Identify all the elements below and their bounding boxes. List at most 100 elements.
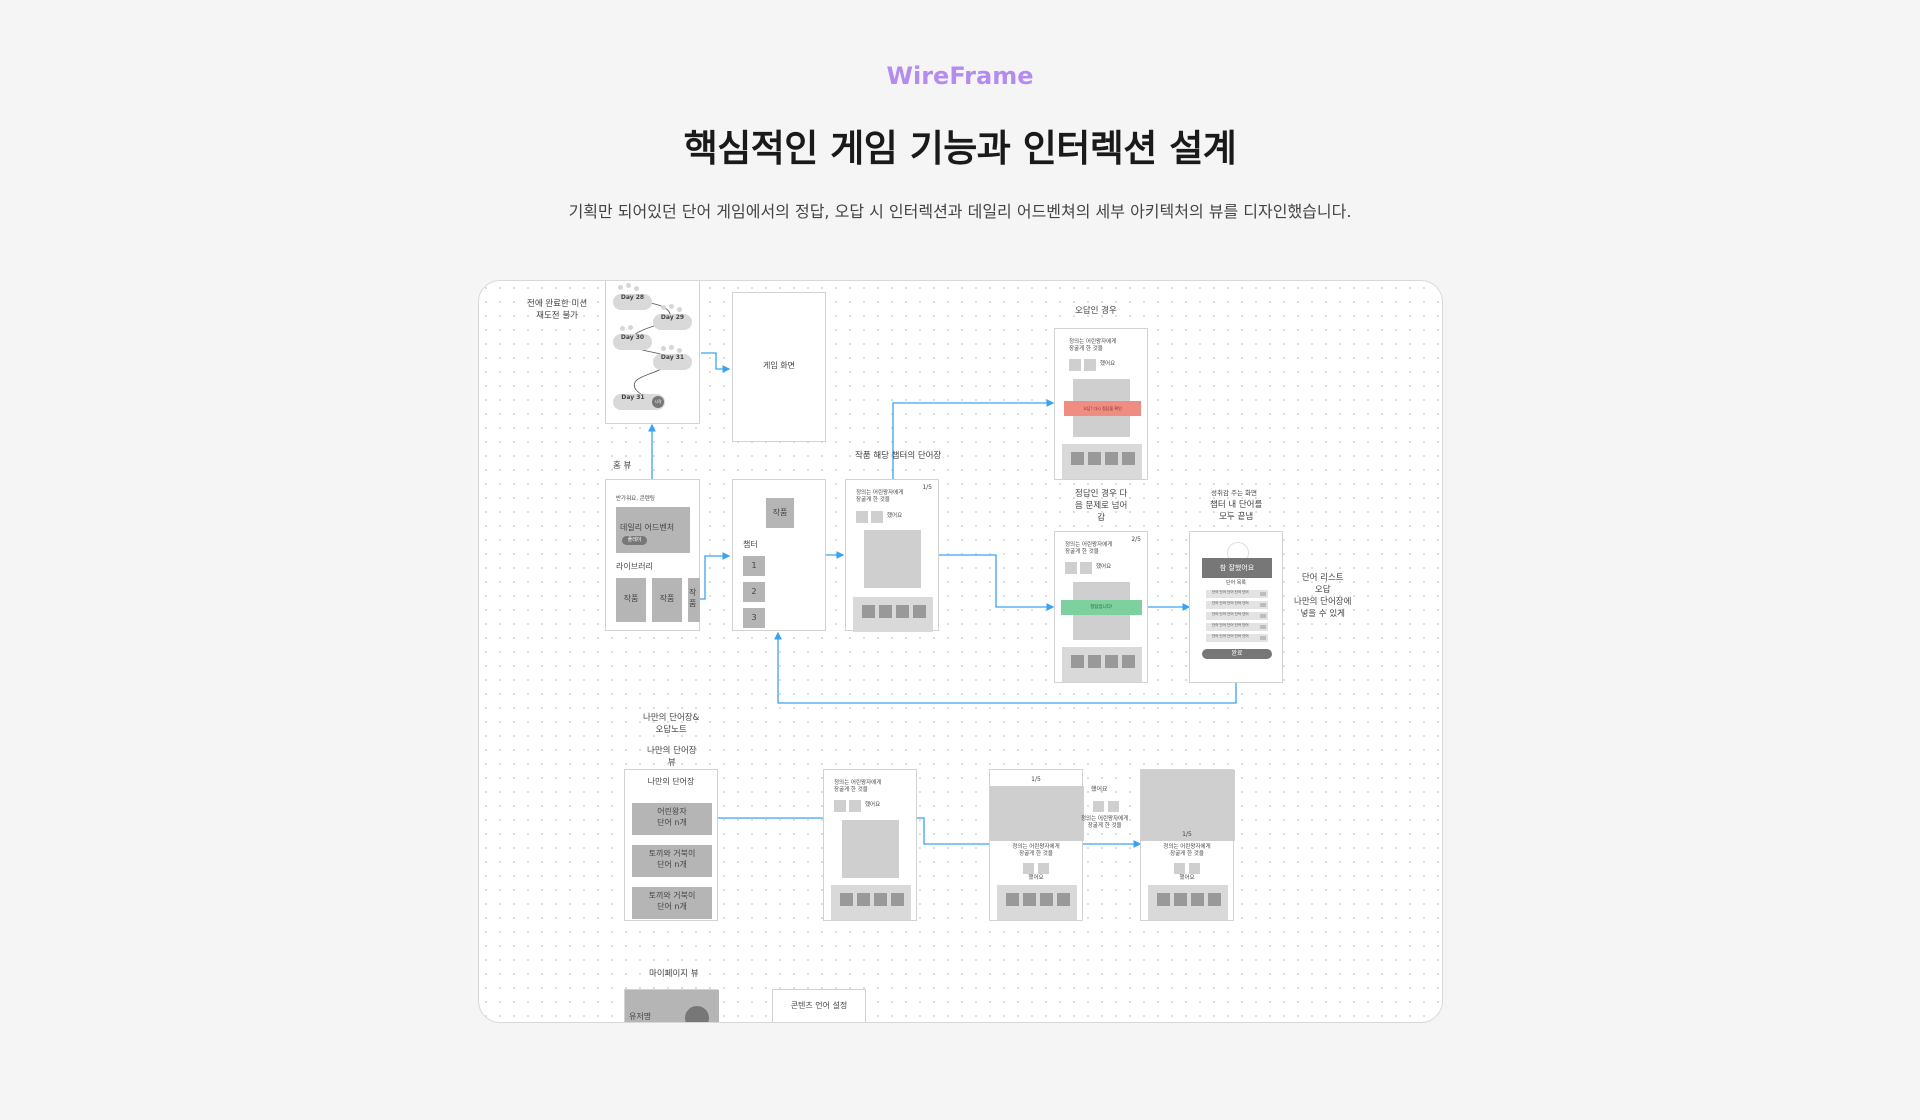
word-row[interactable]: 단어 단어 단어 단어 단어 [1206,590,1268,598]
word-keyboard [831,885,911,920]
mission-map-frame: Day 28 Day 29 Day 30 Day 31 Day 31 시작 [605,281,700,424]
quiz-question: 정의는 어린왕자에게 장굴게 한 것을 [1069,339,1117,353]
word-keyboard [1148,885,1228,920]
quiz-image [842,820,899,878]
note-my-wordbook: 나만의 단어장& 오답노트 [643,713,700,735]
word-row[interactable]: 단어 단어 단어 단어 단어 [1206,601,1268,609]
game-screen-label: 게임 화면 [763,361,795,370]
chapter-item[interactable]: 1 [743,556,765,576]
answer-slot[interactable] [856,511,868,523]
chapter-complete-frame: 참 잘했어요 단어 목록 단어 단어 단어 단어 단어 단어 단어 단어 단어 … [1189,531,1283,683]
day-node[interactable]: Day 30 [613,334,652,350]
flip-page: 1/5 [1031,776,1041,783]
arrow-quiz-to-wrong [892,399,1055,479]
daily-play-button[interactable]: 플레이 [622,536,647,545]
section-subtitle: 기획만 되어있던 단어 게임에서의 정답, 오답 시 인터렉션과 데일리 어드벤… [568,202,1352,221]
chapter-frame: 작품 챕터 1 2 3 [732,479,826,631]
library-work-card[interactable]: 작품 [652,578,682,622]
chapter-item[interactable]: 2 [743,582,765,602]
wireframe-canvas: 전에 완료한 미션 재도전 불가 홈 뷰 오답인 경우 작품 해당 챕터의 단어… [478,280,1443,1023]
start-button[interactable]: 시작 [652,396,664,408]
word-keyboard [1062,647,1142,682]
complete-sub: 단어 목록 [1226,580,1246,586]
content-language-frame[interactable]: 콘텐츠 언어 설정 [772,989,866,1022]
answer-slot[interactable] [1038,863,1049,874]
avatar[interactable] [685,1006,709,1022]
wordbook-item[interactable]: 어린왕자 단어 n개 [632,803,712,835]
quiz-word: 했어요 [1096,564,1112,570]
flip-card-frame: 1/5 정의는 어린왕자에게 장굴게 한 것을 했어요 [1140,769,1235,921]
flip-question: 정의는 어린왕자에게 장굴게 한 것을 [1012,844,1060,858]
quiz-image [864,530,921,588]
note-prev-mission: 전에 완료한 미션 재도전 불가 [527,299,588,321]
answer-slot[interactable] [1174,863,1185,874]
quiz-page: 1/5 [922,484,932,491]
complete-done-button[interactable]: 완료 [1202,649,1272,659]
chapter-item[interactable]: 3 [743,608,765,628]
word-keyboard [1062,444,1142,479]
my-wordbook-title: 나만의 단어장 [647,777,695,786]
complete-header: 참 잘했어요 [1202,558,1272,578]
answer-slot[interactable] [849,800,861,812]
quiz-word: 했어요 [865,802,881,808]
flip-word: 했어요 [1028,875,1044,881]
answer-slot[interactable] [871,511,883,523]
flip-back-word: 했어요 [1091,786,1108,793]
answer-slot[interactable] [1080,562,1092,574]
note-wrong-case: 오답인 경우 [1075,306,1117,316]
answer-slot[interactable] [1069,359,1081,371]
correct-answer-frame: 2/5 정의는 어린왕자에게 장굴게 한 것을 했어요 정답입니다! [1054,531,1148,683]
note-complete-title: 성취감 주는 화면 [1211,489,1257,497]
answer-slot[interactable] [1065,562,1077,574]
section-eyebrow: WireFrame [886,62,1034,90]
quiz-word: 했어요 [1100,361,1116,367]
arrow-complete-to-chapter [774,631,1237,704]
flip-back-question: 정의는 어린왕자에게 장굴게 한 것을 [1081,816,1129,830]
correct-feedback-bar: 정답입니다! [1061,600,1142,615]
work-thumbnail: 작품 [766,498,794,528]
wordbook-item[interactable]: 토끼와 거북이 단어 n개 [632,845,712,877]
note-home-view: 홈 뷰 [613,461,632,471]
quiz-word: 했어요 [887,513,903,519]
library-label: 라이브러리 [616,562,653,571]
flip-card[interactable] [990,786,1084,841]
library-work-card[interactable]: 작품 [616,578,646,622]
game-screen-frame: 게임 화면 [732,292,826,442]
day-node[interactable]: Day 28 [613,294,652,310]
flip-word: 했어요 [1179,875,1195,881]
quiz-page: 2/5 [1131,536,1141,543]
answer-slot[interactable] [834,800,846,812]
word-row[interactable]: 단어 단어 단어 단어 단어 [1206,634,1268,642]
section-title: 핵심적인 게임 기능과 인터렉션 설계 [683,127,1237,170]
chapter-label: 챕터 [743,540,758,549]
answer-slot[interactable] [1023,863,1034,874]
user-name: 유저명 [629,1012,652,1021]
wrong-answer-frame: 정의는 어린왕자에게 장굴게 한 것을 했어요 오답! 다시 정답을 확인 [1054,328,1148,480]
wrong-feedback-bar: 오답! 다시 정답을 확인 [1064,401,1141,416]
arrow-mission-to-game [701,352,731,373]
word-row[interactable]: 단어 단어 단어 단어 단어 [1206,623,1268,631]
content-language-label: 콘텐츠 언어 설정 [790,1001,848,1010]
note-correct-case: 정답인 경우 다 음 문제로 넘어 감 [1075,489,1128,523]
answer-slot[interactable] [1084,359,1096,371]
flip-card[interactable] [1141,770,1235,841]
day-node[interactable]: Day 29 [653,314,692,330]
mypage-frame: 유저명 [624,989,719,1022]
flip-card-frame: 1/5 정의는 어린왕자에게 장굴게 한 것을 했어요 [989,769,1084,921]
day-node[interactable]: Day 31 [653,354,692,370]
answer-slot[interactable] [1189,863,1200,874]
wordbook-item[interactable]: 토끼와 거북이 단어 n개 [632,887,712,919]
word-keyboard [853,597,933,632]
word-keyboard [997,885,1077,920]
answer-slot[interactable] [1093,801,1104,812]
quiz-question: 정의는 어린왕자에게 장굴게 한 것을 [1065,542,1113,556]
wordbook-quiz-frame: 정의는 어린왕자에게 장굴게 한 것을 했어요 [823,769,917,921]
flip-page: 1/5 [1182,831,1192,838]
library-work-card[interactable]: 작품 [688,578,700,622]
note-my-wordbook-view: 나만의 단어장 뷰 [647,746,697,768]
daily-adventure-card[interactable]: 데일리 어드벤처 플레이 [616,507,690,553]
quiz-question: 정의는 어린왕자에게 장굴게 한 것을 [834,780,882,794]
answer-slot[interactable] [1108,801,1119,812]
flip-question: 정의는 어린왕자에게 장굴게 한 것을 [1163,844,1211,858]
word-row[interactable]: 단어 단어 단어 단어 단어 [1206,612,1268,620]
